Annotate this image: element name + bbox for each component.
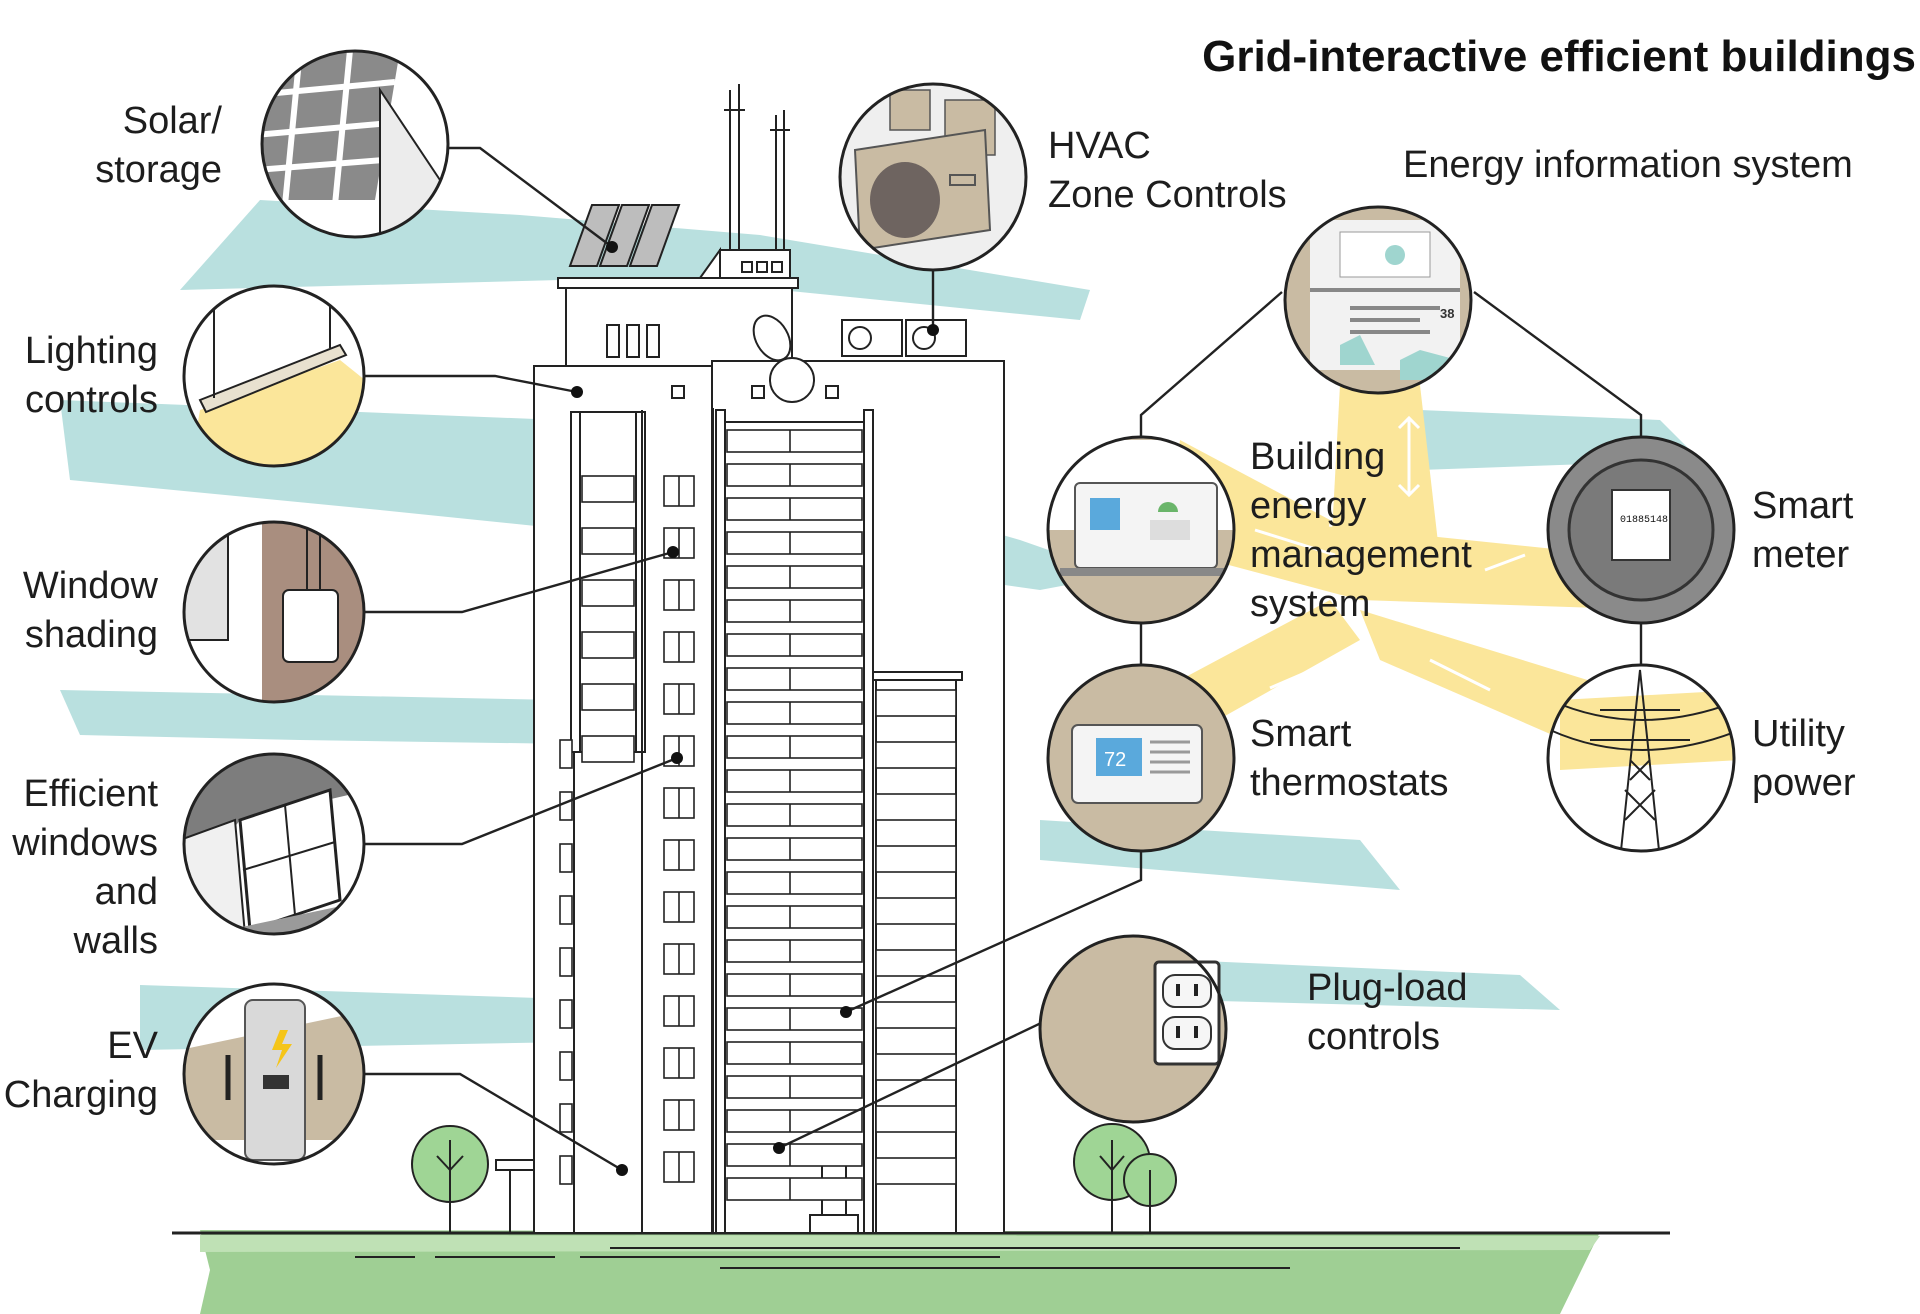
facade-balcony	[726, 1143, 863, 1167]
facade-balcony	[726, 905, 863, 929]
facade-balcony	[726, 701, 863, 725]
facade-balcony	[726, 1109, 863, 1133]
energy-flow-star	[1170, 385, 1660, 760]
balcony-window	[581, 631, 635, 659]
facade-balcony	[726, 939, 863, 963]
bus-shelter	[495, 1159, 537, 1233]
facade-balcony	[726, 769, 863, 793]
annex-balcony	[875, 897, 957, 925]
side-window	[559, 1103, 573, 1133]
callout-lines	[364, 146, 1643, 1172]
label-utility-power: Utility power	[1752, 713, 1856, 804]
callout-dots	[571, 241, 939, 1176]
solar-storage-icon	[260, 49, 450, 239]
facade-balcony	[726, 463, 863, 487]
balcony-window	[581, 735, 635, 763]
side-window	[559, 1051, 573, 1081]
label-smart-thermostats: Smart thermostats	[1250, 713, 1449, 804]
label-ev-charging: EV Charging	[3, 1025, 158, 1116]
balcony-window	[581, 475, 635, 503]
side-window	[559, 895, 573, 925]
ev-charging-icon	[182, 982, 366, 1166]
facade-balcony	[726, 735, 863, 759]
facade-balcony	[726, 497, 863, 521]
smart-thermostat-icon: 72	[1046, 663, 1236, 853]
facade-balcony	[726, 667, 863, 691]
efficient-windows-walls-icon	[182, 752, 366, 936]
facade-balcony	[726, 633, 863, 657]
lighting-controls-icon	[182, 284, 366, 468]
annex-balcony	[875, 1157, 957, 1185]
side-window	[559, 999, 573, 1029]
side-window	[559, 739, 573, 769]
annex-balcony	[875, 741, 957, 769]
label-hvac-zone-controls: HVAC Zone Controls	[1048, 125, 1287, 216]
balcony-window	[581, 683, 635, 711]
annex-balcony	[875, 949, 957, 977]
facade-balcony	[726, 1007, 863, 1031]
thermostat-temperature: 72	[1104, 749, 1126, 771]
facade-balcony	[726, 973, 863, 997]
diagram-title: Grid-interactive efficient buildings	[1202, 32, 1916, 81]
side-window	[559, 791, 573, 821]
facade-balcony	[726, 871, 863, 895]
label-efficient-windows-walls: Efficient windows and walls	[12, 773, 158, 962]
hvac-zone-controls-icon	[838, 82, 1028, 272]
flow-arrows	[1254, 415, 1526, 692]
meter-reading: 01885148	[1620, 515, 1668, 526]
annex-balcony	[875, 1105, 957, 1133]
label-lighting-controls: Lighting controls	[24, 330, 158, 421]
side-window	[559, 1155, 573, 1185]
facade-balcony	[726, 1041, 863, 1065]
label-plug-load-controls: Plug-load controls	[1307, 967, 1468, 1058]
label-window-shading: Window shading	[22, 565, 158, 656]
energy-information-system-icon: 38	[1283, 205, 1473, 395]
label-solar-storage: Solar/ storage	[95, 100, 222, 191]
annex-balcony	[875, 845, 957, 873]
facade-balcony	[726, 837, 863, 861]
utility-power-icon	[1546, 663, 1736, 853]
annex-balcony	[875, 1053, 957, 1081]
facade-balcony	[726, 1177, 863, 1201]
annex-balcony	[875, 793, 957, 821]
side-window	[559, 843, 573, 873]
facade-balcony	[726, 531, 863, 555]
tree-right	[1073, 1123, 1177, 1233]
building-windows	[559, 429, 957, 1201]
plug-load-outlet-icon	[1038, 934, 1228, 1124]
smart-meter-icon: 01885148	[1546, 435, 1736, 625]
label-smart-meter: Smart meter	[1752, 485, 1854, 576]
annex-balcony	[875, 689, 957, 717]
facade-balcony	[726, 599, 863, 623]
facade-balcony	[726, 565, 863, 589]
annex-balcony	[875, 1001, 957, 1029]
label-bems: Building energy management system	[1250, 436, 1472, 625]
facade-balcony	[726, 1075, 863, 1099]
balcony-window	[581, 527, 635, 555]
side-window	[559, 947, 573, 977]
label-energy-information-system: Energy information system	[1403, 144, 1853, 186]
balcony-window	[581, 579, 635, 607]
eis-value: 38	[1440, 306, 1454, 321]
facade-balcony	[726, 429, 863, 453]
tree-left	[411, 1125, 489, 1233]
facade-balcony	[726, 803, 863, 827]
window-shading-icon	[182, 520, 366, 704]
